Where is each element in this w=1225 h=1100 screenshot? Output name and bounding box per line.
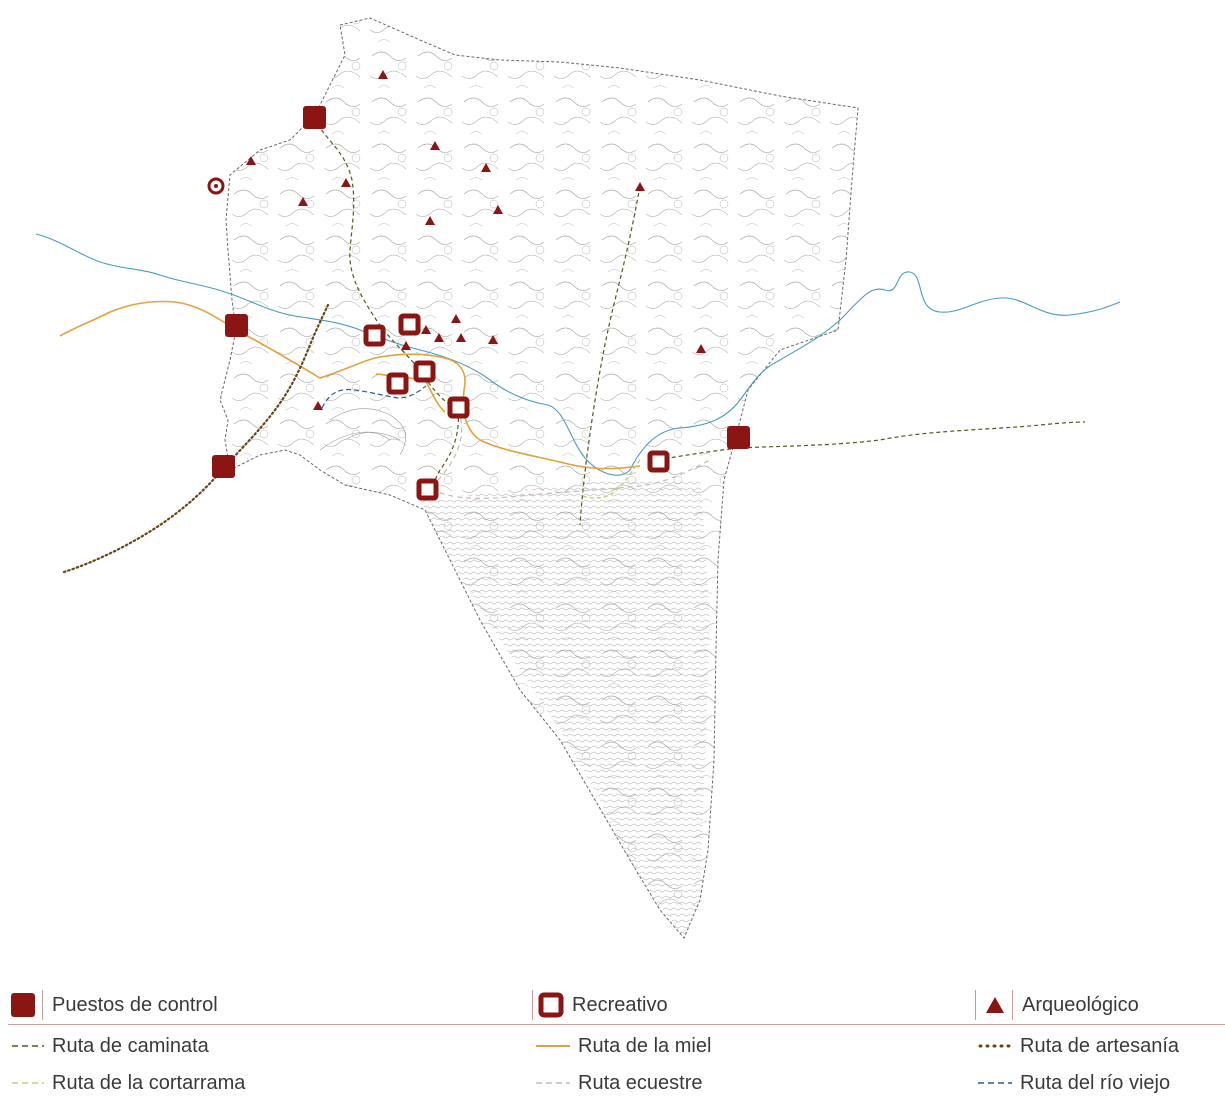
hollow-square-icon [538,992,564,1018]
legend-label: Recreativo [572,993,668,1016]
route-caminata [313,117,460,491]
archaeological-site-icon [696,344,706,353]
control-point-icon [303,106,326,129]
legend-label: Ruta de la miel [578,1034,712,1057]
legend-arqueologico: Arqueológico [984,988,1139,1022]
triangle-icon [986,997,1004,1013]
dashed-line-icon [978,1082,1012,1084]
solid-line-icon [536,1045,570,1047]
steep-terrain [420,480,710,938]
archaeological-site-icon [635,182,645,191]
legend-label: Arqueológico [1022,993,1139,1016]
control-point-icon [225,314,248,337]
recreation-point-icon [398,313,421,336]
recreation-point-icon [363,324,386,347]
route-caminata-east [657,421,1086,461]
legend-ecuestre: Ruta ecuestre [536,1066,703,1100]
legend-label: Puestos de control [52,993,218,1016]
recreation-point-icon [413,360,436,383]
archaeological-points [246,70,706,410]
recreation-point-icon [386,372,409,395]
archaeological-site-icon [481,163,491,172]
filled-square-icon [11,993,35,1017]
map-legend: Puestos de control Recreativo Arqueológi… [0,984,1225,1098]
legend-rio-viejo: Ruta del río viejo [978,1066,1170,1100]
control-point-icon [727,426,750,449]
legend-divider [8,1024,1225,1025]
archaeological-site-icon [434,333,444,342]
archaeological-site-icon [451,314,461,323]
archaeological-site-icon [401,341,411,350]
route-rio-viejo [321,385,427,409]
legend-recreativo: Recreativo [538,988,668,1022]
route-artesania [62,303,330,574]
recreation-point-icon [416,478,439,501]
control-points [212,106,750,478]
legend-miel: Ruta de la miel [536,1029,711,1063]
hill-contours [319,408,406,456]
legend-label: Ruta de caminata [52,1034,209,1057]
archaeological-site-icon [313,401,323,410]
dashed-line-icon [536,1082,570,1084]
archaeological-site-icon [488,335,498,344]
route-miel [59,300,641,470]
legend-label: Ruta ecuestre [578,1071,703,1094]
archaeological-site-icon [298,197,308,206]
archaeological-site-icon [493,205,503,214]
archaeological-site-icon [456,333,466,342]
control-point-icon [212,455,235,478]
dashed-line-icon [12,1045,44,1047]
legend-artesania: Ruta de artesanía [978,1029,1179,1063]
park-boundary [219,17,859,939]
archaeological-site-icon [246,156,256,165]
archaeological-site-icon [378,70,388,79]
dashed-line-icon [12,1082,44,1084]
dotted-line-icon [978,1044,1012,1048]
archaeological-site-icon [430,141,440,150]
archaeological-site-icon [425,216,435,225]
legend-control: Puestos de control [10,988,218,1022]
legend-caminata: Ruta de caminata [12,1029,209,1063]
recreation-points [363,313,670,501]
recreation-point-icon [647,450,670,473]
recreation-point-icon [447,396,470,419]
archaeological-site-icon [421,325,431,334]
legend-label: Ruta de la cortarrama [52,1071,246,1094]
legend-label: Ruta de artesanía [1020,1034,1179,1057]
legend-row-routes-2: Ruta de la cortarrama Ruta ecuestre Ruta… [0,1066,1225,1100]
legend-label: Ruta del río viejo [1020,1071,1171,1094]
legend-cortarrama: Ruta de la cortarrama [12,1066,245,1100]
legend-row-routes-1: Ruta de caminata Ruta de la miel Ruta de… [0,1029,1225,1063]
river [35,233,1121,476]
park-map [35,17,1121,939]
route-ecuestre [428,409,711,499]
route-caminata-north [579,185,641,526]
legend-row-points: Puestos de control Recreativo Arqueológi… [0,988,1225,1022]
archaeological-site-icon [341,178,351,187]
